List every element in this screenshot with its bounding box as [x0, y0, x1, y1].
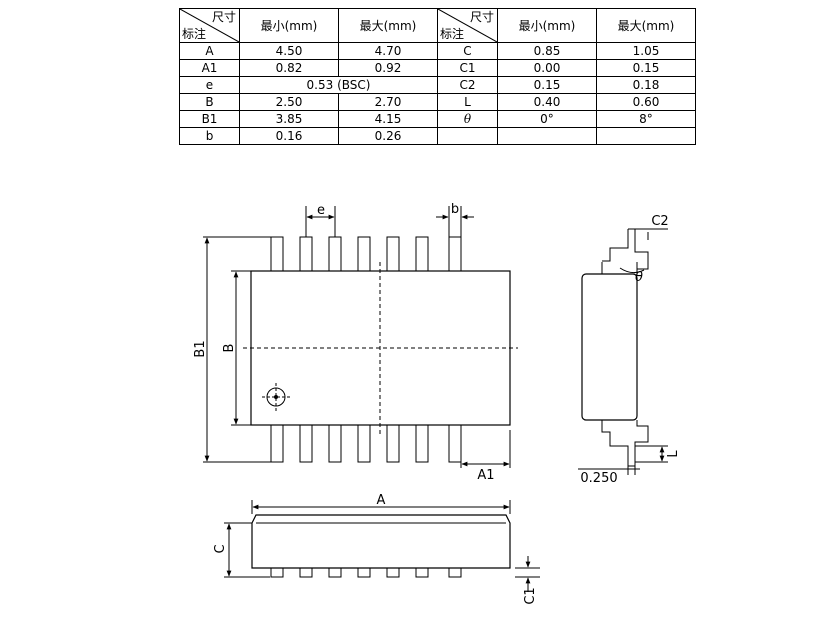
row-max: 0.26 — [338, 127, 438, 145]
corner-diagonal — [180, 9, 239, 42]
pin-lead-top — [299, 236, 313, 272]
table-row: B 2.50 2.70 L 0.40 0.60 — [179, 93, 696, 111]
front-body — [251, 514, 511, 569]
table-corner-cell: 尺寸 标注 — [179, 8, 240, 43]
row-label: B1 — [179, 110, 240, 128]
row-max: 4.70 — [338, 42, 438, 60]
header-max: 最大(mm) — [338, 8, 438, 43]
pin-lead-top — [386, 236, 400, 272]
row-max — [596, 127, 696, 145]
pin-lead-bottom — [386, 424, 400, 463]
side-body — [581, 273, 638, 421]
row-label: A1 — [179, 59, 240, 77]
pin-lead-bottom — [299, 424, 313, 463]
corner-label-size: 尺寸 — [211, 10, 236, 24]
label-a1: A1 — [477, 468, 494, 483]
corner-label-mark: 标注 — [440, 27, 465, 41]
front-view — [224, 500, 540, 592]
row-max: 0.60 — [596, 93, 696, 111]
row-min: 2.50 — [239, 93, 339, 111]
side-view — [578, 228, 668, 475]
pin-lead-top — [357, 236, 371, 272]
pin-lead-bottom — [357, 424, 371, 463]
row-min: 0.40 — [497, 93, 597, 111]
label-e: e — [317, 203, 325, 218]
label-a: A — [377, 493, 386, 508]
label-b1: B1 — [193, 340, 208, 357]
pin-lead-top — [415, 236, 429, 272]
dimension-table: 尺寸 标注 最小(mm) 最大(mm) 尺寸 标注 最小(mm) 最大(mm) … — [179, 8, 696, 145]
label-b-pin: b — [451, 202, 459, 217]
pin1-marker — [262, 383, 290, 411]
row-label: C1 — [437, 59, 498, 77]
pin-lead-bottom — [448, 424, 462, 463]
table-row: b 0.16 0.26 — [179, 127, 696, 145]
corner-label-mark: 标注 — [182, 27, 207, 41]
label-c2: C2 — [651, 214, 668, 229]
pin-lead-bottom — [270, 424, 284, 463]
pin-lead-top — [328, 236, 342, 272]
label-theta: θ — [635, 270, 643, 285]
top-view — [203, 206, 518, 468]
pin-lead-top — [448, 236, 462, 272]
pin-lead-bottom — [328, 424, 342, 463]
label-gauge: 0.250 — [580, 471, 617, 486]
table-row: A 4.50 4.70 C 0.85 1.05 — [179, 42, 696, 60]
side-lead-top-outer — [628, 228, 649, 275]
side-lead-bottom — [601, 420, 649, 467]
theta-arc — [619, 267, 645, 274]
header-max-right: 最大(mm) — [596, 8, 696, 43]
label-c: C — [213, 544, 228, 553]
top-pins — [270, 236, 462, 272]
table-row: B1 3.85 4.15 θ 0° 8° — [179, 110, 696, 128]
bottom-pins — [270, 424, 462, 463]
label-b-body: B — [222, 344, 237, 353]
pin-lead-top — [270, 236, 284, 272]
row-max: 8° — [596, 110, 696, 128]
table-header-row: 尺寸 标注 最小(mm) 最大(mm) 尺寸 标注 最小(mm) 最大(mm) — [179, 8, 696, 43]
row-min: 0.16 — [239, 127, 339, 145]
table-row: e 0.53 (BSC) C2 0.15 0.18 — [179, 76, 696, 94]
row-max: 1.05 — [596, 42, 696, 60]
table-corner-cell-right: 尺寸 标注 — [437, 8, 498, 43]
corner-label-size: 尺寸 — [469, 10, 494, 24]
corner-diagonal — [438, 9, 497, 42]
header-min: 最小(mm) — [239, 8, 339, 43]
pin-lead-bottom — [415, 424, 429, 463]
label-c1: C1 — [523, 587, 538, 604]
label-l: L — [666, 450, 681, 458]
side-lead-top-inner — [602, 229, 629, 262]
